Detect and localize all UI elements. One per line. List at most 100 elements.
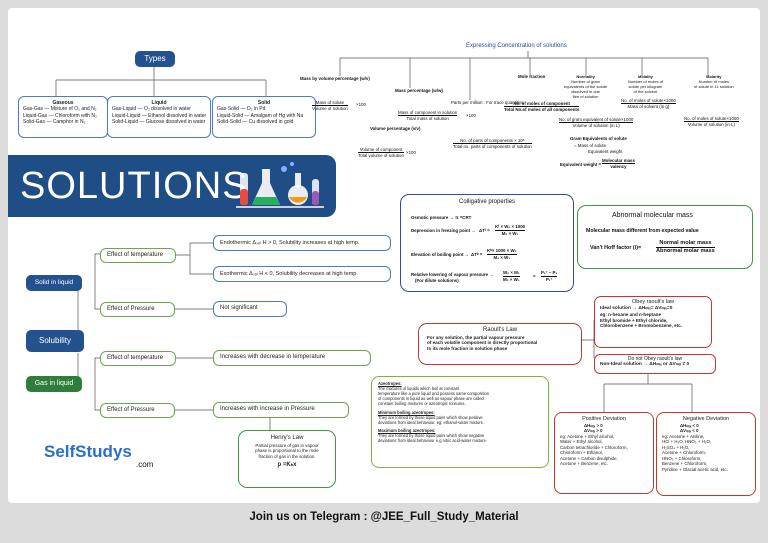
liquid-line-2: Liquid-Liquid — Ethanol dissolved in wat… [112,112,207,119]
gas-in-liquid-node[interactable]: Gas in liquid [26,376,82,392]
raoult-line-3: to its mole fraction in solution phase [427,345,508,351]
solubility-node[interactable]: Solubility [26,330,84,352]
mass-percentage-formula: Mass of component in solution Total mass… [398,110,458,121]
vapour-formula-2: P₁° − P₁ P₁° [541,270,558,282]
normality-definition: Normality Number of gram equivalents of … [564,74,607,99]
solid-effect-pressure[interactable]: Effect of Pressure [100,302,175,317]
max-boiling-heading: Maximum boiling azeotropes: [378,427,436,433]
min-boiling-line-1: They are formed by those liquid pairs wh… [378,414,483,420]
solid-line-1: Gas-Solid — O₂ in Pd [217,106,266,113]
not-obey-box: Do not Obey raoult's law Non-Ideal solut… [594,354,716,374]
fp-num: Kᶠ × W₂ × 1000 [495,224,526,231]
gas-effect-temperature[interactable]: Effect of temperature [100,351,176,366]
vapour-eq: = [533,274,536,279]
mass-by-volume-formula: Mass of solute Volume of solution [312,100,348,111]
normality-line-1: Normality [576,74,595,79]
solid-in-liquid-node[interactable]: Solid in liquid [26,275,82,291]
gaseous-box: Gaseous Gas-Gas — Mixture of O₂ and N₂ L… [18,96,108,138]
molarity-line-2: Number of moles [698,79,730,84]
brand-com: .com [136,460,154,469]
lab-flasks-icon [236,162,324,208]
volume-percentage-formula: Volume of component Total volume of solu… [358,147,404,158]
obey-line-3: Ethyl bromide + Ethyl chloride, [600,317,668,323]
mf-num: No. of moles of component [504,101,580,107]
positive-line-5: Carbon tetrachloride + Chloroform, [560,444,628,450]
concentration-title: Expressing Concentration of solutions [466,43,567,49]
negative-line-1: ΔHₘᵢₓ < 0 [680,422,699,428]
gram-eq-mass: = Mass of solute [574,143,607,148]
liquid-heading: Liquid [151,100,167,106]
molality-line-1: Molality [638,74,653,79]
henry-formula: p =Kₕx [277,462,297,468]
connector-lines [55,51,709,430]
gas-pressure-box: Increases with increase in Pressure [213,402,349,418]
liquid-line-1: Gas-Liquid — O₂ dissolved in water [112,106,191,113]
obey-title: Obey raoult's law [631,299,674,305]
mole-fraction-formula: No. of moles of component Total No.of mo… [504,101,580,112]
positive-line-4: Water + Ethyl alcohol, [560,439,603,445]
freezing-label: Depression in freezing point → [411,228,476,233]
positive-title: Positive Deviation [582,416,626,422]
vp-rhs-num: P₁° − P₁ [541,270,558,277]
henry-box: Henry's Law Partial pressure of gas in v… [238,430,336,488]
henry-line-3: fraction of gas in the solution. [258,453,316,459]
liquid-line-3: Solid-Liquid — Glucose dissolved in wate… [112,118,206,125]
molar-den: Volume of solution (in L) [687,122,735,127]
obey-line-1: Ideal solution → ΔHₘᵢₓ= ΔVₘᵢₓ=0 [600,305,673,311]
negative-line-4: HCl + H₂O, HNO₃ + H₂O, [662,439,712,445]
positive-line-6: Chloroform + Ethanol, [560,450,603,456]
osmotic-pressure: Osmotic pressure → π =CRT [411,215,472,220]
eq-weight-lhs: Equivalent weight = [560,162,602,167]
vp-num: Volume of component [358,147,404,153]
vant-hoff-label: Van't Hoff factor (i)= [590,245,642,251]
vp-lhs-num: W₂ × M₁ [503,270,520,277]
boiling-label: Elevation of boiling point → [411,252,470,257]
ppm-num: No. of parts of components × 10⁶ [453,138,532,144]
vp-rhs-den: P₁° [545,276,553,282]
abnormal-title: Abnormal molecular mass [612,212,693,219]
positive-line-7: Acetone + Carbon disulphide, [560,455,618,461]
endothermic-box: Endothermic Δₛₒₗ H > 0, Solubility incre… [213,235,391,251]
molar-num: No. of moles of solute×1000 [684,116,739,122]
gaseous-line-1: Gas-Gas — Mixture of O₂ and N₂ [23,106,97,113]
solutions-title: SOLUTIONS [20,165,249,207]
molarity-line-3: of solute in 1L solution [694,84,734,89]
solid-line-2: Liquid-Solid — Amalgam of Hg with Na [217,112,304,119]
molality-line-2: Number of moles of [628,79,663,84]
obey-line-2: eg: n-hexane and n-heptane [600,311,662,317]
mp-den: Total mass of solution [406,116,449,121]
obey-line-4: Chlorobenzene + Bromobenzene, etc. [600,323,683,329]
solid-line-3: Solid-Solid — Cu dissolved in gold [217,118,294,125]
not-obey-title: Do not Obey raoult's law [627,356,683,362]
eq-weight-formula: Molecular mass valency [602,158,635,169]
solid-effect-temperature[interactable]: Effect of temperature [100,248,176,263]
mind-map-sheet: Types Gaseous Gas-Gas — Mixture of O₂ an… [8,8,760,503]
azeotropes-line-1: The mixtures of liquids which boil at co… [378,386,460,392]
raoult-line-2: of each volatile component is directly p… [427,340,538,346]
positive-line-3: eg: Acetone + Ethyl alcohol, [560,433,615,439]
not-obey-line: Non-Ideal solution → ΔHₘᵢₓ or ΔVₘᵢₓ ≠ 0 [600,362,690,368]
volume-percentage-label: Volume percentage (v/v) [370,126,421,131]
molality-formula: No. of moles of solute×1000 Mass of solv… [621,98,676,109]
boiling-formula: Kᵇ× 1000 × W₂ M₂ × W₁ [487,248,517,260]
normality-line-2: Number of gram [571,79,601,84]
henry-title: Henry's Law [270,435,304,441]
mp-num: Mass of component in solution [398,110,458,116]
mbv-den: Volume of solution [312,106,348,111]
vp-tail: ×100 [406,150,416,155]
positive-deviation-box: Positive Deviation ΔHₘᵢₓ > 0 ΔVₘᵢₓ > 0 e… [554,412,654,494]
types-node[interactable]: Types [135,51,175,67]
min-boiling-heading: Minimum boiling azeotropes: [378,409,435,415]
negative-line-9: Pyridine + Glacial acetic acid, etc. [662,466,728,472]
mbv-num: Mass of solute [312,100,348,106]
gas-effect-pressure[interactable]: Effect of Pressure [100,403,175,418]
mol-num: No. of moles of solute×1000 [621,98,676,104]
ppm-formula: No. of parts of components × 10⁶ Total n… [453,138,532,149]
fp-den: M₂ × W₁ [501,230,519,236]
vapour-label: Relative lowering of vapour pressure → [411,272,494,277]
positive-line-1: ΔHₘᵢₓ > 0 [584,422,603,428]
abnormal-line1: Molecular mass different from expected v… [586,228,699,234]
azeotropes-line-4: constant boiling mixtures or azeotropic … [378,401,466,407]
molality-line-4: of the solvent [633,89,658,94]
